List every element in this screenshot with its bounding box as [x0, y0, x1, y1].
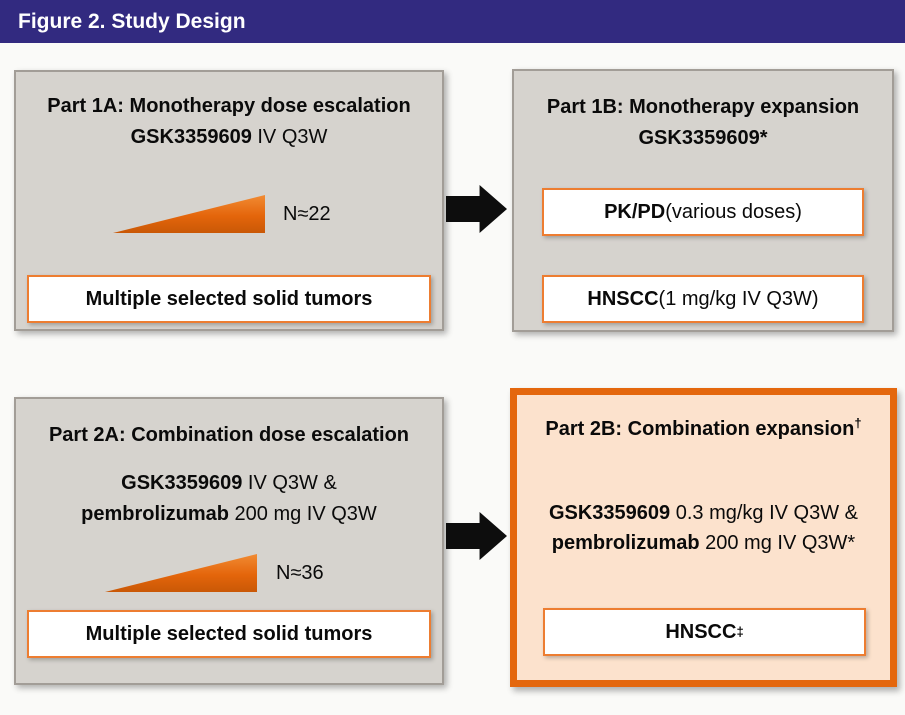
part-2a-regimen2-rest: 200 mg IV Q3W — [228, 503, 377, 525]
part-1b-subtitle: GSK3359609* — [638, 127, 768, 149]
part-2a-population-label: Multiple selected solid tumors — [85, 622, 373, 645]
part-2b-regimen2-rest: 200 mg IV Q3W* — [699, 532, 856, 554]
part-2a-population-pill: Multiple selected solid tumors — [27, 610, 431, 658]
figure-title: Figure 2. Study Design — [18, 10, 246, 33]
dose-escalation-wedge-icon — [113, 195, 265, 233]
part-1a-population-label: Multiple selected solid tumors — [85, 287, 373, 310]
part-2b-hnscc-label: HNSCC — [665, 620, 737, 643]
right-arrow-icon — [446, 512, 507, 560]
part-1b-hnscc-detail: (1 mg/kg IV Q3W) — [658, 287, 819, 310]
part-1b-box: Part 1B: Monotherapy expansion GSK335960… — [512, 69, 894, 332]
part-2b-title: Part 2B: Combination expansion† — [517, 415, 890, 443]
dagger-footnote-mark: † — [854, 415, 862, 431]
part-1b-pkpd-label: PK/PD — [604, 200, 666, 223]
part-2b-regimen1-rest: 0.3 mg/kg IV Q3W & — [670, 502, 859, 524]
figure-title-bar: Figure 2. Study Design — [0, 0, 905, 43]
part-1b-title: Part 1B: Monotherapy expansion — [546, 96, 860, 118]
part-1a-title: Part 1A: Monotherapy dose escalation — [47, 95, 411, 117]
part-1a-box: Part 1A: Monotherapy dose escalation GSK… — [14, 70, 444, 331]
part-2a-regimen1-rest: IV Q3W & — [242, 472, 337, 494]
part-2b-drug2: pembrolizumab — [551, 532, 700, 554]
right-arrow-icon — [446, 185, 507, 233]
part-2a-n-label: N≈36 — [276, 562, 324, 584]
part-2a-title: Part 2A: Combination dose escalation — [48, 424, 410, 446]
part-2a-regimen-line1: GSK3359609 IV Q3W & — [16, 469, 442, 497]
part-2b-drug1: GSK3359609 — [548, 502, 671, 524]
part-1a-population-pill: Multiple selected solid tumors — [27, 275, 431, 323]
part-2a-regimen-line2: pembrolizumab 200 mg IV Q3W — [16, 500, 442, 528]
part-2a-drug1: GSK3359609 — [121, 472, 243, 494]
part-2a-drug2: pembrolizumab — [81, 503, 229, 525]
part-1b-hnscc-label: HNSCC — [587, 287, 659, 310]
dose-escalation-wedge-icon — [105, 554, 257, 592]
part-2b-regimen-line2: pembrolizumab 200 mg IV Q3W* — [517, 529, 890, 557]
part-1a-drug: GSK3359609 — [130, 126, 252, 148]
part-1b-pkpd-detail: (various doses) — [665, 200, 802, 223]
part-2b-hnscc-pill: HNSCC‡ — [543, 608, 866, 656]
part-2b-regimen-line1: GSK3359609 0.3 mg/kg IV Q3W & — [517, 499, 890, 527]
part-2b-title-text: Part 2B: Combination expansion — [545, 418, 855, 440]
part-1b-hnscc-pill: HNSCC (1 mg/kg IV Q3W) — [542, 275, 864, 323]
part-1a-n-label: N≈22 — [283, 203, 331, 225]
part-2b-box: Part 2B: Combination expansion† GSK33596… — [510, 388, 897, 687]
part-1a-regimen-rest: IV Q3W — [251, 126, 328, 148]
part-2a-box: Part 2A: Combination dose escalation GSK… — [14, 397, 444, 685]
part-1b-pkpd-pill: PK/PD (various doses) — [542, 188, 864, 236]
part-1a-regimen: GSK3359609 IV Q3W — [16, 123, 442, 151]
